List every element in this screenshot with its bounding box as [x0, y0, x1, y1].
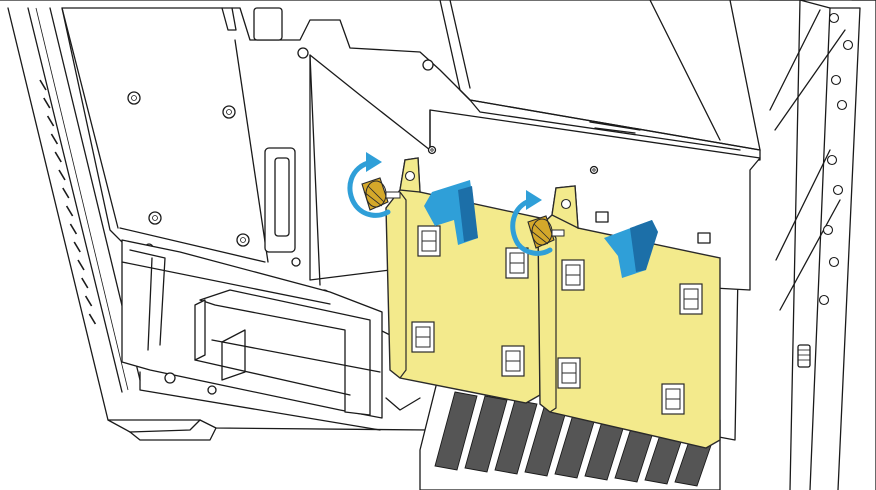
psu-shroud-vents: [419, 369, 721, 490]
thumbscrew-left: [361, 177, 401, 211]
vent-slot: [434, 391, 478, 471]
bezel-screw: [828, 12, 840, 24]
bezel-screw: [822, 224, 834, 236]
front-bezel: [759, 0, 876, 490]
bracket-clip: [505, 247, 529, 279]
vent-slot: [46, 115, 55, 127]
bracket-clip: [501, 345, 525, 377]
vent-slot: [50, 133, 59, 145]
bracket-left-tab-hole: [404, 170, 416, 182]
bezel-screw: [832, 184, 844, 196]
bezel-screw: [836, 99, 848, 111]
vent-slot: [62, 187, 70, 199]
vent-slot: [81, 277, 89, 289]
vent-slot: [84, 295, 93, 307]
top-panel: [439, 0, 761, 151]
insertion-arrow-right: [604, 220, 658, 278]
side-knob: [797, 344, 811, 368]
case-shell: [0, 0, 876, 441]
bezel-screw: [828, 256, 840, 268]
side-vent-slots: [39, 79, 97, 325]
bracket-clip: [679, 283, 703, 315]
bracket-left-flange: [399, 191, 407, 379]
thumbscrew-right: [527, 215, 565, 249]
vent-slot: [69, 223, 78, 235]
vent-slot: [43, 97, 51, 109]
bezel-screw: [826, 154, 838, 166]
bracket-clips: [411, 225, 703, 415]
bracket-clip: [557, 357, 581, 389]
bezel-screw: [842, 39, 854, 51]
vent-slot: [73, 241, 81, 253]
vent-slot: [58, 169, 66, 181]
vent-slot: [39, 79, 47, 91]
rotate-arrow-right-icon: [510, 190, 553, 256]
vent-slot: [54, 151, 62, 163]
bracket-clip: [411, 321, 435, 353]
bracket-clip: [661, 383, 685, 415]
bracket-right-tab-hole: [560, 198, 572, 210]
lower-drive-cage: [121, 239, 421, 431]
bezel-screw: [830, 74, 842, 86]
insertion-arrow-left: [424, 180, 478, 245]
vent-slot: [88, 313, 97, 325]
vent-slot: [65, 205, 74, 217]
rotate-arrow-left-icon: [347, 152, 391, 218]
vent-slot: [77, 259, 85, 271]
cable-cutouts: [221, 7, 296, 253]
vent-slot: [494, 399, 538, 475]
bracket-clip: [417, 225, 441, 257]
front-panel-buttons: [818, 12, 854, 306]
bezel-screw: [818, 294, 830, 306]
bracket-clip: [561, 259, 585, 291]
mount-holes: [427, 145, 711, 244]
hdd-bracket-right: [537, 185, 721, 449]
vent-slot: [464, 395, 508, 473]
